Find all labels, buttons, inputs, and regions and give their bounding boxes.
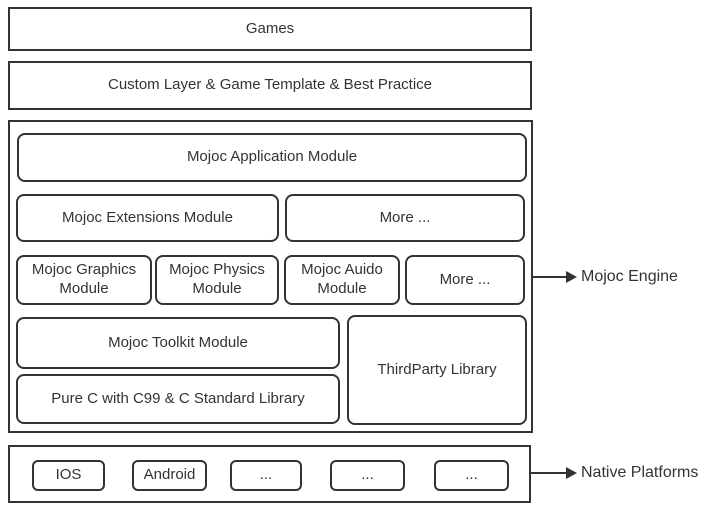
extensions-more-box: More ... (285, 194, 525, 242)
graphics-module-label: Mojoc Graphics Module (31, 261, 137, 297)
pure-c-box: Pure C with C99 & C Standard Library (16, 374, 340, 424)
platforms-arrow-head-icon (566, 467, 577, 479)
platforms-arrow-line (531, 472, 567, 474)
platform-more-box: ... (230, 460, 302, 491)
platform-more-box: ... (434, 460, 509, 491)
toolkit-module-box: Mojoc Toolkit Module (16, 317, 340, 369)
core-more-label: More ... (439, 270, 491, 288)
physics-module-box: Mojoc Physics Module (155, 255, 279, 305)
third-party-library-label: ThirdParty Library (377, 360, 497, 378)
platform-more-label: ... (361, 466, 374, 484)
application-module-box: Mojoc Application Module (17, 133, 527, 182)
toolkit-module-label: Mojoc Toolkit Module (108, 333, 248, 351)
extensions-module-label: Mojoc Extensions Module (62, 208, 233, 226)
physics-module-label: Mojoc Physics Module (169, 261, 265, 297)
application-module-label: Mojoc Application Module (186, 148, 358, 166)
platforms-callout-label: Native Platforms (581, 464, 699, 481)
custom-layer-label: Custom Layer & Game Template & Best Prac… (107, 76, 433, 94)
engine-arrow-line (533, 276, 567, 278)
engine-callout-label: Mojoc Engine (581, 268, 678, 285)
platform-android-label: Android (143, 466, 196, 484)
mojoc-engine-container: Mojoc Application Module Mojoc Extension… (8, 120, 533, 433)
core-more-box: More ... (405, 255, 525, 305)
extensions-more-label: More ... (379, 208, 431, 226)
extensions-module-box: Mojoc Extensions Module (16, 194, 279, 242)
third-party-library-box: ThirdParty Library (347, 315, 527, 425)
platform-more-box: ... (330, 460, 405, 491)
custom-layer-box: Custom Layer & Game Template & Best Prac… (8, 61, 532, 110)
native-platforms-container: IOS Android ... ... ... (8, 445, 531, 503)
games-layer-box: Games (8, 7, 532, 51)
pure-c-label: Pure C with C99 & C Standard Library (51, 389, 305, 407)
platform-ios-box: IOS (32, 460, 105, 491)
audio-module-box: Mojoc Auido Module (284, 255, 400, 305)
graphics-module-box: Mojoc Graphics Module (16, 255, 152, 305)
platform-more-label: ... (465, 466, 478, 484)
platform-android-box: Android (132, 460, 207, 491)
games-layer-label: Games (245, 19, 295, 37)
platform-ios-label: IOS (55, 466, 82, 484)
engine-arrow-head-icon (566, 271, 577, 283)
platform-more-label: ... (259, 466, 273, 484)
audio-module-label: Mojoc Auido Module (301, 261, 383, 297)
